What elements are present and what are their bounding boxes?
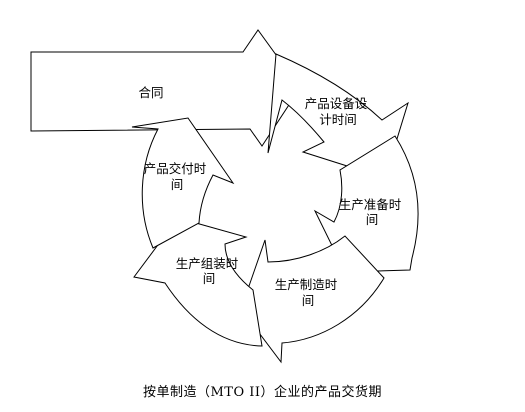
label-prep-time-line1: 生产准备时 [339,197,402,212]
label-manufacture-time-line1: 生产制造时 [275,277,338,292]
label-delivery-time-line1: 产品交付时 [144,161,207,176]
label-assembly-time-line1: 生产组装时 [176,256,239,271]
label-design-time: 产品设备设 计时间 [305,96,372,127]
label-delivery-time: 产品交付时 间 [144,161,211,192]
label-prep-time-line2: 间 [366,212,379,227]
label-design-time-line2: 计时间 [319,112,357,127]
diagram-caption: 按单制造（MTO II）企业的产品交货期 [142,385,383,400]
label-prep-time: 生产准备时 间 [339,197,406,227]
label-contract-line1: 合同 [138,85,163,100]
design-time-arrow [267,53,409,179]
delivery-time-arrow [131,117,235,249]
label-design-time-line1: 产品设备设 [305,96,368,111]
manufacture-time-arrow [240,235,385,364]
label-contract: 合同 [138,85,163,100]
label-manufacture-time: 生产制造时 间 [275,277,342,308]
assembly-time-arrow [133,217,263,347]
label-assembly-time: 生产组装时 间 [176,256,243,286]
prep-time-arrow [313,135,419,273]
label-manufacture-time-line2: 间 [302,293,315,308]
label-delivery-time-line2: 间 [171,177,184,192]
contract-arrow [30,29,301,147]
label-assembly-time-line2: 间 [203,271,216,286]
